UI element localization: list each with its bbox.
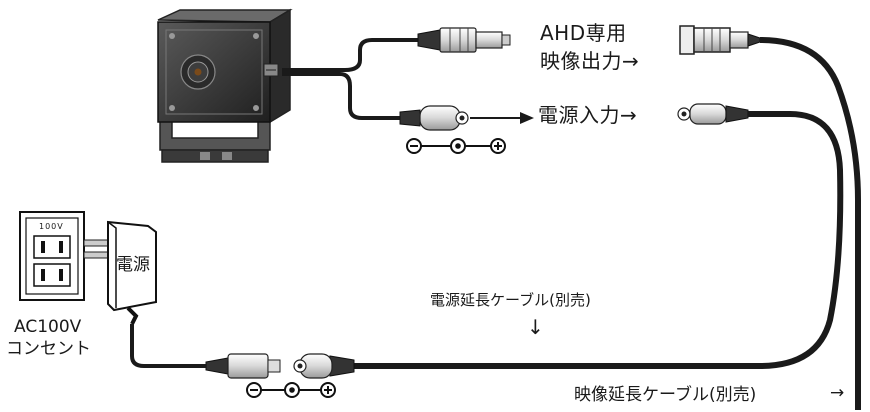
video-extension-cable-label: 映像延長ケーブル(別売) xyxy=(574,385,757,405)
bnc-connector-icon xyxy=(679,25,761,55)
dc-jack-icon xyxy=(293,353,355,379)
polarity-symbol-icon xyxy=(406,138,506,154)
power-extension-cable-label: 電源延長ケーブル(別売) xyxy=(430,291,591,309)
polarity-symbol-icon xyxy=(246,382,336,398)
bnc-connector-icon xyxy=(417,27,511,53)
ahd-video-output-label: AHD専用 xyxy=(540,21,627,45)
outlet-label: コンセント xyxy=(6,339,91,359)
adapter-label: 電源 xyxy=(116,255,150,275)
outlet-voltage-label: 100V xyxy=(39,222,64,231)
ac-power-label: AC100V xyxy=(14,317,82,337)
wall-outlet-icon xyxy=(19,211,85,301)
dc-plug-icon xyxy=(205,353,281,379)
pinhole-camera-icon xyxy=(157,8,293,163)
power-input-label: 電源入力→ xyxy=(538,103,638,127)
dc-jack-icon xyxy=(677,103,749,125)
camera-cable-icon xyxy=(282,38,418,120)
dc-plug-icon xyxy=(399,105,469,131)
video-extension-arrow: → xyxy=(830,383,845,403)
ac-adapter-icon xyxy=(83,220,206,368)
ahd-video-output-arrow-label: 映像出力→ xyxy=(540,49,640,73)
power-extension-arrow: ↓ xyxy=(527,315,544,339)
